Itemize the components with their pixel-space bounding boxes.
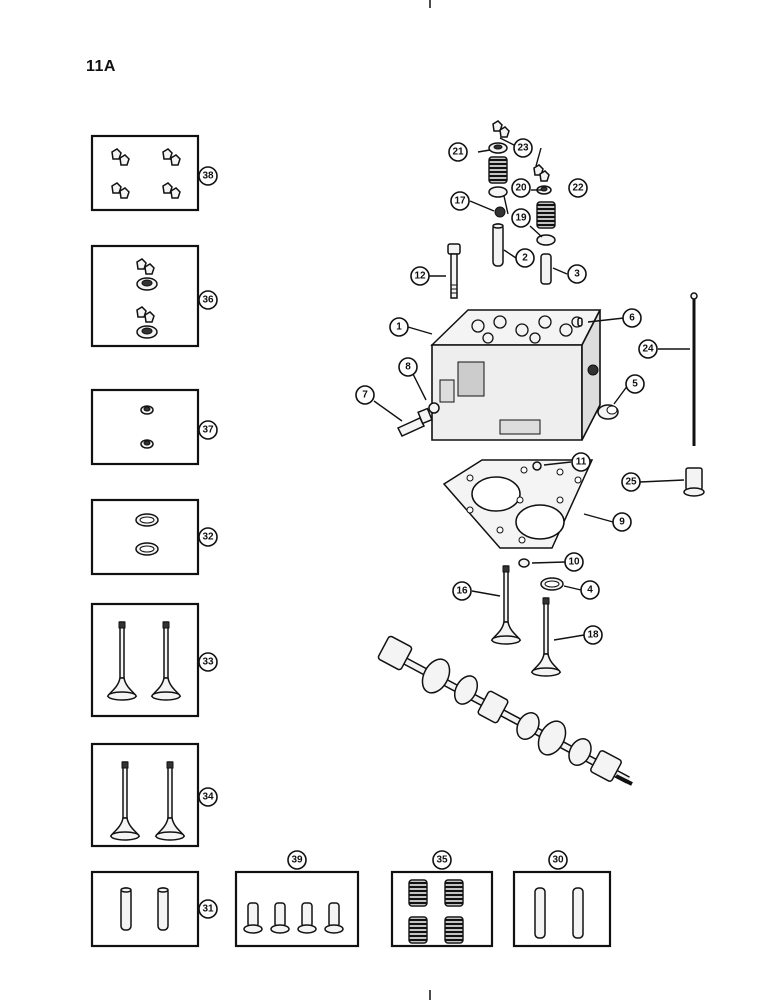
callout-31: 31 — [198, 899, 218, 919]
callout-19: 19 — [511, 208, 531, 228]
cup-plug — [597, 404, 619, 420]
callout-7: 7 — [355, 385, 375, 405]
svg-text:20: 20 — [515, 183, 527, 194]
kit-box-38 — [90, 134, 200, 212]
kit-box-37 — [90, 388, 200, 466]
svg-text:24: 24 — [642, 344, 654, 355]
callout-10: 10 — [564, 552, 584, 572]
kit-box-36 — [90, 244, 200, 348]
svg-text:39: 39 — [291, 855, 303, 866]
svg-text:31: 31 — [202, 904, 214, 915]
callout-36: 36 — [198, 290, 218, 310]
callout-39: 39 — [287, 850, 307, 870]
page-label: 11A — [86, 58, 116, 75]
callout-3: 3 — [567, 264, 587, 284]
kit-box-39 — [234, 870, 360, 948]
valve-spring-stack — [487, 120, 557, 285]
svg-text:17: 17 — [454, 196, 466, 207]
callout-4: 4 — [580, 580, 600, 600]
kit-box-30 — [512, 870, 612, 948]
seal-ring — [518, 558, 530, 568]
svg-text:8: 8 — [405, 362, 411, 373]
callout-38: 38 — [198, 166, 218, 186]
svg-text:11: 11 — [576, 457, 587, 468]
svg-text:12: 12 — [414, 271, 426, 282]
callout-2: 2 — [515, 248, 535, 268]
cylinder-head — [430, 309, 602, 441]
kit-box-35 — [390, 870, 494, 948]
callout-5: 5 — [625, 374, 645, 394]
callout-17: 17 — [450, 191, 470, 211]
svg-text:38: 38 — [202, 171, 214, 182]
svg-text:25: 25 — [625, 477, 637, 488]
head-bolt — [447, 243, 461, 299]
callout-23: 23 — [513, 138, 533, 158]
svg-text:10: 10 — [568, 557, 580, 568]
o-ring — [532, 461, 542, 471]
kit-box-33 — [90, 602, 200, 718]
fitting — [396, 402, 440, 437]
svg-text:21: 21 — [452, 147, 464, 158]
callout-6: 6 — [622, 308, 642, 328]
valve-seat-insert — [540, 577, 564, 591]
svg-text:30: 30 — [552, 855, 564, 866]
callout-12: 12 — [410, 266, 430, 286]
callout-35: 35 — [432, 850, 452, 870]
intake-valve — [491, 565, 521, 645]
callout-1: 1 — [389, 317, 409, 337]
callout-25: 25 — [621, 472, 641, 492]
callout-37: 37 — [198, 420, 218, 440]
svg-text:34: 34 — [202, 792, 214, 803]
svg-text:7: 7 — [362, 390, 368, 401]
callout-24: 24 — [638, 339, 658, 359]
svg-text:22: 22 — [572, 183, 584, 194]
callout-33: 33 — [198, 652, 218, 672]
svg-text:1: 1 — [396, 322, 402, 333]
expansion-plug — [577, 317, 583, 327]
svg-text:23: 23 — [517, 143, 529, 154]
svg-text:33: 33 — [202, 657, 214, 668]
callout-16: 16 — [452, 581, 472, 601]
svg-text:4: 4 — [587, 585, 593, 596]
kit-box-32 — [90, 498, 200, 576]
callout-11: 11 — [571, 452, 591, 472]
callout-30: 30 — [548, 850, 568, 870]
callout-22: 22 — [568, 178, 588, 198]
svg-text:9: 9 — [619, 517, 625, 528]
callout-21: 21 — [448, 142, 468, 162]
svg-text:16: 16 — [456, 586, 468, 597]
callout-9: 9 — [612, 512, 632, 532]
svg-text:5: 5 — [632, 379, 638, 390]
callout-32: 32 — [198, 527, 218, 547]
callout-18: 18 — [583, 625, 603, 645]
svg-text:3: 3 — [574, 269, 580, 280]
kit-box-34 — [90, 742, 200, 848]
push-rod — [690, 292, 698, 446]
svg-text:18: 18 — [587, 630, 599, 641]
svg-text:35: 35 — [436, 855, 448, 866]
svg-text:37: 37 — [202, 425, 214, 436]
callout-8: 8 — [398, 357, 418, 377]
leader-lines — [373, 137, 690, 641]
camshaft — [377, 635, 633, 786]
svg-text:36: 36 — [202, 295, 214, 306]
svg-text:6: 6 — [629, 313, 635, 324]
exhaust-valve — [531, 597, 561, 677]
svg-text:2: 2 — [522, 253, 528, 264]
svg-text:19: 19 — [515, 213, 527, 224]
kit-box-31 — [90, 870, 200, 948]
tappet — [683, 467, 705, 497]
callout-20: 20 — [511, 178, 531, 198]
head-gasket — [442, 459, 594, 549]
callout-34: 34 — [198, 787, 218, 807]
svg-text:32: 32 — [202, 532, 214, 543]
